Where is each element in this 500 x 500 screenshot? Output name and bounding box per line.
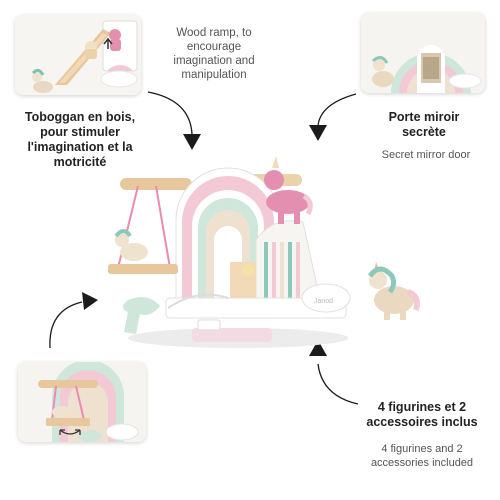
ramp-illustration	[15, 15, 141, 95]
inset-ramp-photo	[15, 15, 141, 95]
swing-unicorn-figure	[114, 229, 148, 261]
inset-mirror-door-photo	[361, 13, 485, 93]
callout-arrow-top-right	[309, 93, 357, 141]
brand-mark-base: Janod	[314, 298, 333, 305]
caption-mirror-door-fr: Porte miroir secrète	[388, 110, 460, 139]
swing-illustration	[18, 362, 146, 442]
callout-arrow-bottom-left	[49, 292, 98, 349]
unicorn-playset-illustration: Janod	[108, 156, 351, 348]
inset-swing-photo	[18, 362, 146, 442]
caption-toboggan-fr: Toboggan en bois, pour stimuler l'imagin…	[24, 110, 136, 169]
pink-unicorn-figure	[264, 156, 313, 224]
rotate-arrow-icon	[59, 429, 81, 435]
caption-figurines-en: 4 figurines and 2 accessories included	[370, 443, 474, 469]
arrow-up-icon	[103, 37, 113, 49]
callout-arrow-top-left	[147, 91, 201, 150]
swing-seat	[108, 264, 178, 274]
caption-figurines-fr: 4 figurines et 2 accessoires inclus	[366, 400, 478, 429]
caption-wood-ramp: Wood ramp, to encourage imagination and …	[173, 27, 255, 81]
hair-dryer-accessory	[123, 293, 229, 334]
brush-accessory	[192, 319, 272, 342]
mirror-door-illustration	[361, 13, 485, 93]
caption-mirror-door-en: Secret mirror door	[381, 149, 471, 161]
standalone-unicorn-figure	[367, 262, 420, 320]
